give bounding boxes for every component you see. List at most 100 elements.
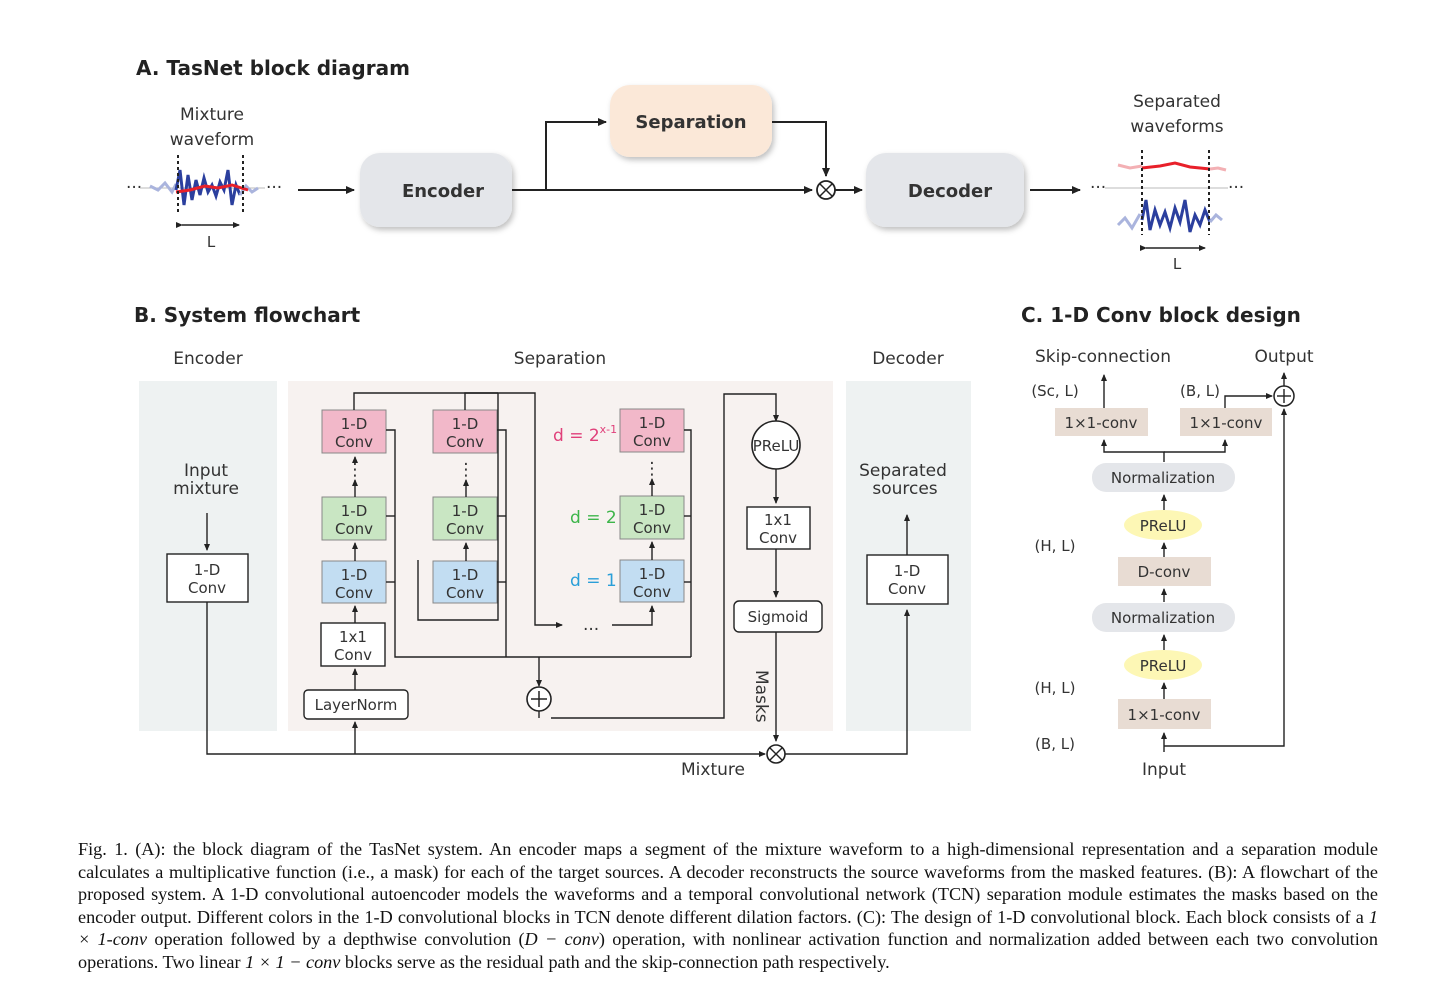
bottleneck-conv-block <box>320 622 386 667</box>
svg-text:Conv: Conv <box>335 520 373 538</box>
output-label: Output <box>1254 347 1313 367</box>
b-l-bottom-label: (B, L) <box>1035 735 1075 753</box>
norm-bottom-block <box>1092 603 1235 632</box>
svg-text:1-D: 1-D <box>639 501 666 519</box>
mixture-label: Mixture <box>681 760 745 780</box>
decoder-block <box>866 153 1024 227</box>
mask-multiply-icon <box>766 744 786 764</box>
dilation-2-label: d = 2 <box>570 508 617 528</box>
svg-text:1-D: 1-D <box>452 566 479 584</box>
col2-conv-d2 <box>432 496 498 541</box>
dilation-max-label: d = 2x-1 <box>553 423 617 446</box>
mixture-ellipsis-right: ··· <box>266 178 282 198</box>
h-l-top-label: (H, L) <box>1035 537 1076 555</box>
norm-top-label: Normalization <box>1111 469 1215 487</box>
norm-bottom-label: Normalization <box>1111 609 1215 627</box>
encoder-conv-block <box>166 553 249 603</box>
prelu-top-block <box>1124 510 1202 540</box>
col1-conv-d2 <box>321 496 387 541</box>
bottleneck-conv-line2: Conv <box>334 646 372 664</box>
figure-canvas: A. TasNet block diagram Mixture waveform… <box>126 56 1314 780</box>
svg-text:1-D: 1-D <box>341 502 368 520</box>
layernorm-label: LayerNorm <box>315 696 398 714</box>
decoder-label: Decoder <box>908 181 992 202</box>
separated-ellipsis-left: ··· <box>1090 178 1106 198</box>
prelu-bottom-block <box>1124 650 1202 680</box>
svg-text:1-D: 1-D <box>452 415 479 433</box>
b-l-top-label: (B, L) <box>1180 382 1220 400</box>
svg-text:1-D: 1-D <box>341 415 368 433</box>
prelu-top-label: PReLU <box>1140 517 1187 535</box>
svg-text:Conv: Conv <box>633 583 671 601</box>
sc-l-label: (Sc, L) <box>1031 382 1078 400</box>
separated-label-line2: waveforms <box>1130 117 1223 137</box>
sigmoid-label: Sigmoid <box>748 608 809 626</box>
segment-length-label: L <box>207 233 216 251</box>
figure-caption: Fig. 1. (A): the block diagram of the Ta… <box>78 839 1378 972</box>
masks-label: Masks <box>751 670 771 723</box>
svg-text:Conv: Conv <box>335 433 373 451</box>
mixture-label-line1: Mixture <box>180 105 244 125</box>
encoder-block <box>360 153 512 227</box>
layernorm-block <box>303 689 409 720</box>
col2-conv-dmax <box>432 409 498 454</box>
sum-icon <box>526 686 552 712</box>
svg-text:1-D: 1-D <box>452 502 479 520</box>
input-label: Input <box>1142 760 1186 780</box>
dconv-block <box>1118 557 1211 586</box>
prelu-bottom-label: PReLU <box>1140 657 1187 675</box>
separated-label-line1: Separated <box>1133 92 1221 112</box>
svg-text:1-D: 1-D <box>639 565 666 583</box>
sigmoid-block <box>733 600 823 633</box>
svg-text:1-D: 1-D <box>894 562 921 580</box>
norm-top-block <box>1092 463 1235 492</box>
svg-text:Conv: Conv <box>446 584 484 602</box>
svg-text:Conv: Conv <box>633 432 671 450</box>
res-conv-block <box>1180 408 1272 436</box>
skip-connection-label: Skip-connection <box>1035 347 1171 367</box>
output-sum-icon <box>1273 385 1295 407</box>
col3-vertical-dots: ⋮ <box>644 459 661 479</box>
encoder-conv-line2: Conv <box>188 579 226 597</box>
separated-waveforms-icon <box>1105 150 1228 251</box>
col3-conv-dmax <box>619 408 685 453</box>
separation-label: Separation <box>635 112 746 133</box>
col1-conv-dmax <box>321 409 387 454</box>
prelu-label: PReLU <box>753 437 800 455</box>
svg-text:Conv: Conv <box>446 433 484 451</box>
separation-header: Separation <box>514 349 606 369</box>
separated-ellipsis-right: ··· <box>1228 178 1244 198</box>
svg-text:Conv: Conv <box>633 519 671 537</box>
col2-vertical-dots: ⋮ <box>458 460 475 480</box>
skip-conv-block <box>1055 408 1148 436</box>
svg-text:1-D: 1-D <box>341 566 368 584</box>
h-l-bottom-label: (H, L) <box>1035 679 1076 697</box>
svg-text:Conv: Conv <box>759 529 797 547</box>
separated-sources-line1: Separated <box>859 461 947 481</box>
svg-text:Conv: Conv <box>446 520 484 538</box>
panel-c-title: C. 1-D Conv block design <box>1021 303 1301 327</box>
encoder-header: Encoder <box>173 349 243 369</box>
dilation-1-label: d = 1 <box>570 571 617 591</box>
col3-conv-d2 <box>619 495 685 540</box>
svg-text:Conv: Conv <box>335 584 373 602</box>
separation-block <box>610 85 772 157</box>
encoder-label: Encoder <box>402 181 484 202</box>
col2-conv-d1 <box>432 560 498 604</box>
col1-vertical-dots: ⋮ <box>347 460 364 480</box>
mixture-waveform-icon <box>140 155 265 228</box>
panel-b-title: B. System flowchart <box>134 303 361 327</box>
output-conv-block <box>746 506 811 550</box>
col3-dots: ... <box>583 615 599 635</box>
decoder-conv-block <box>866 554 949 605</box>
svg-text:Conv: Conv <box>888 580 926 598</box>
res-conv-label: 1×1-conv <box>1190 414 1263 432</box>
separated-sources-line2: sources <box>872 479 937 499</box>
dconv-label: D-conv <box>1138 563 1191 581</box>
segment-length-label-out: L <box>1173 255 1182 273</box>
panel-a-title: A. TasNet block diagram <box>136 56 410 80</box>
svg-text:1x1: 1x1 <box>764 511 792 529</box>
input-conv-label: 1×1-conv <box>1128 706 1201 724</box>
input-conv-block <box>1118 699 1211 729</box>
multiply-icon <box>816 180 836 200</box>
